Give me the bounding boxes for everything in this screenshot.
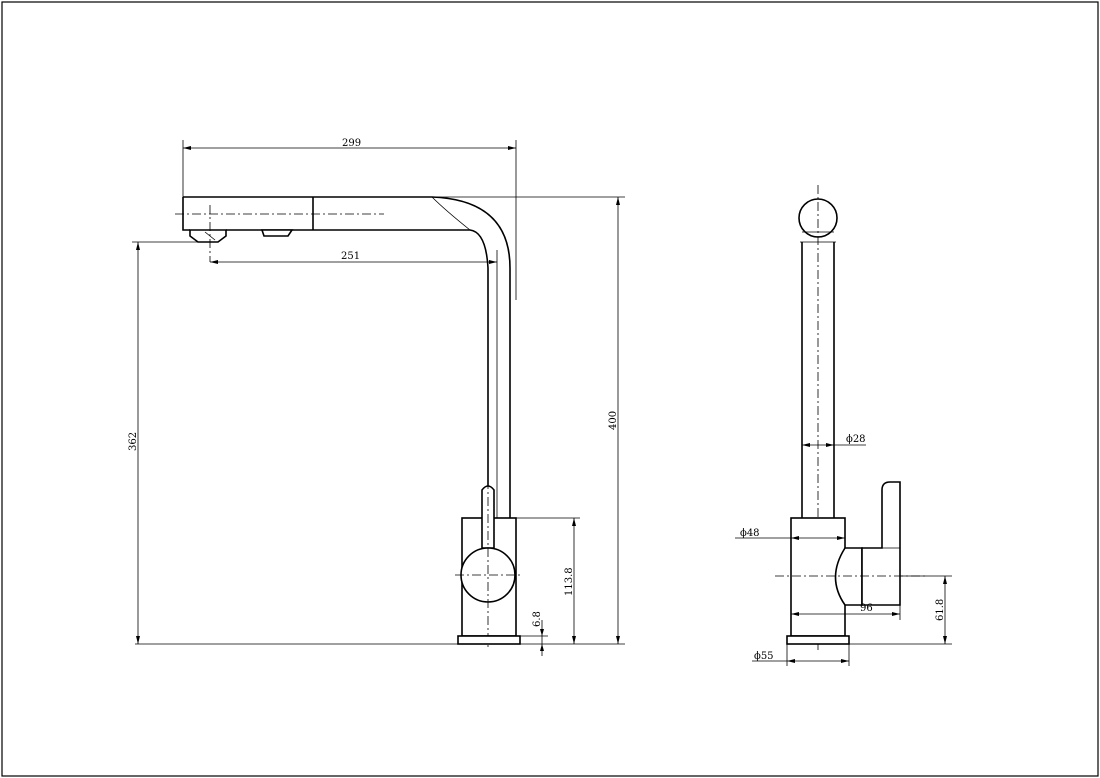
dim-400: 400	[432, 196, 625, 644]
dim-362: 362	[128, 241, 198, 644]
dim-61-8: 61.8	[849, 575, 952, 645]
dim-96: 96	[791, 603, 901, 620]
dim-362-label: 362	[128, 432, 139, 451]
dim-6-8: 6.8	[520, 611, 548, 656]
dim-251-label: 251	[341, 251, 360, 262]
dim-113-8: 113.8	[516, 517, 580, 644]
dim-96-label: 96	[860, 603, 873, 614]
dim-61-8-label: 61.8	[935, 599, 946, 621]
spout-bend-line	[431, 196, 471, 231]
dim-phi55: ϕ55	[752, 644, 850, 666]
spray-button	[260, 229, 294, 237]
handle-grip	[861, 481, 901, 606]
dim-400-label: 400	[608, 411, 619, 430]
dim-phi55-label: ϕ55	[754, 651, 774, 662]
dim-113-8-label: 113.8	[564, 567, 575, 596]
dim-phi28-label: ϕ28	[846, 434, 866, 445]
dim-phi48-label: ϕ48	[740, 528, 760, 539]
dim-6-8-label: 6.8	[532, 611, 543, 627]
spout-outline	[182, 196, 511, 518]
side-view: ϕ28 ϕ48 96 61.8	[735, 185, 952, 666]
handle-cartridge	[834, 547, 863, 606]
dim-299-label: 299	[342, 138, 361, 149]
base-plate	[457, 635, 521, 645]
dim-phi28: ϕ28	[802, 434, 866, 447]
aerator	[189, 229, 227, 243]
dim-251: 251	[210, 250, 498, 268]
dim-phi48: ϕ48	[735, 528, 845, 540]
side-base-plate	[786, 635, 850, 645]
dim-299: 299	[182, 138, 517, 300]
front-view: 299 251 362 400	[128, 138, 625, 656]
